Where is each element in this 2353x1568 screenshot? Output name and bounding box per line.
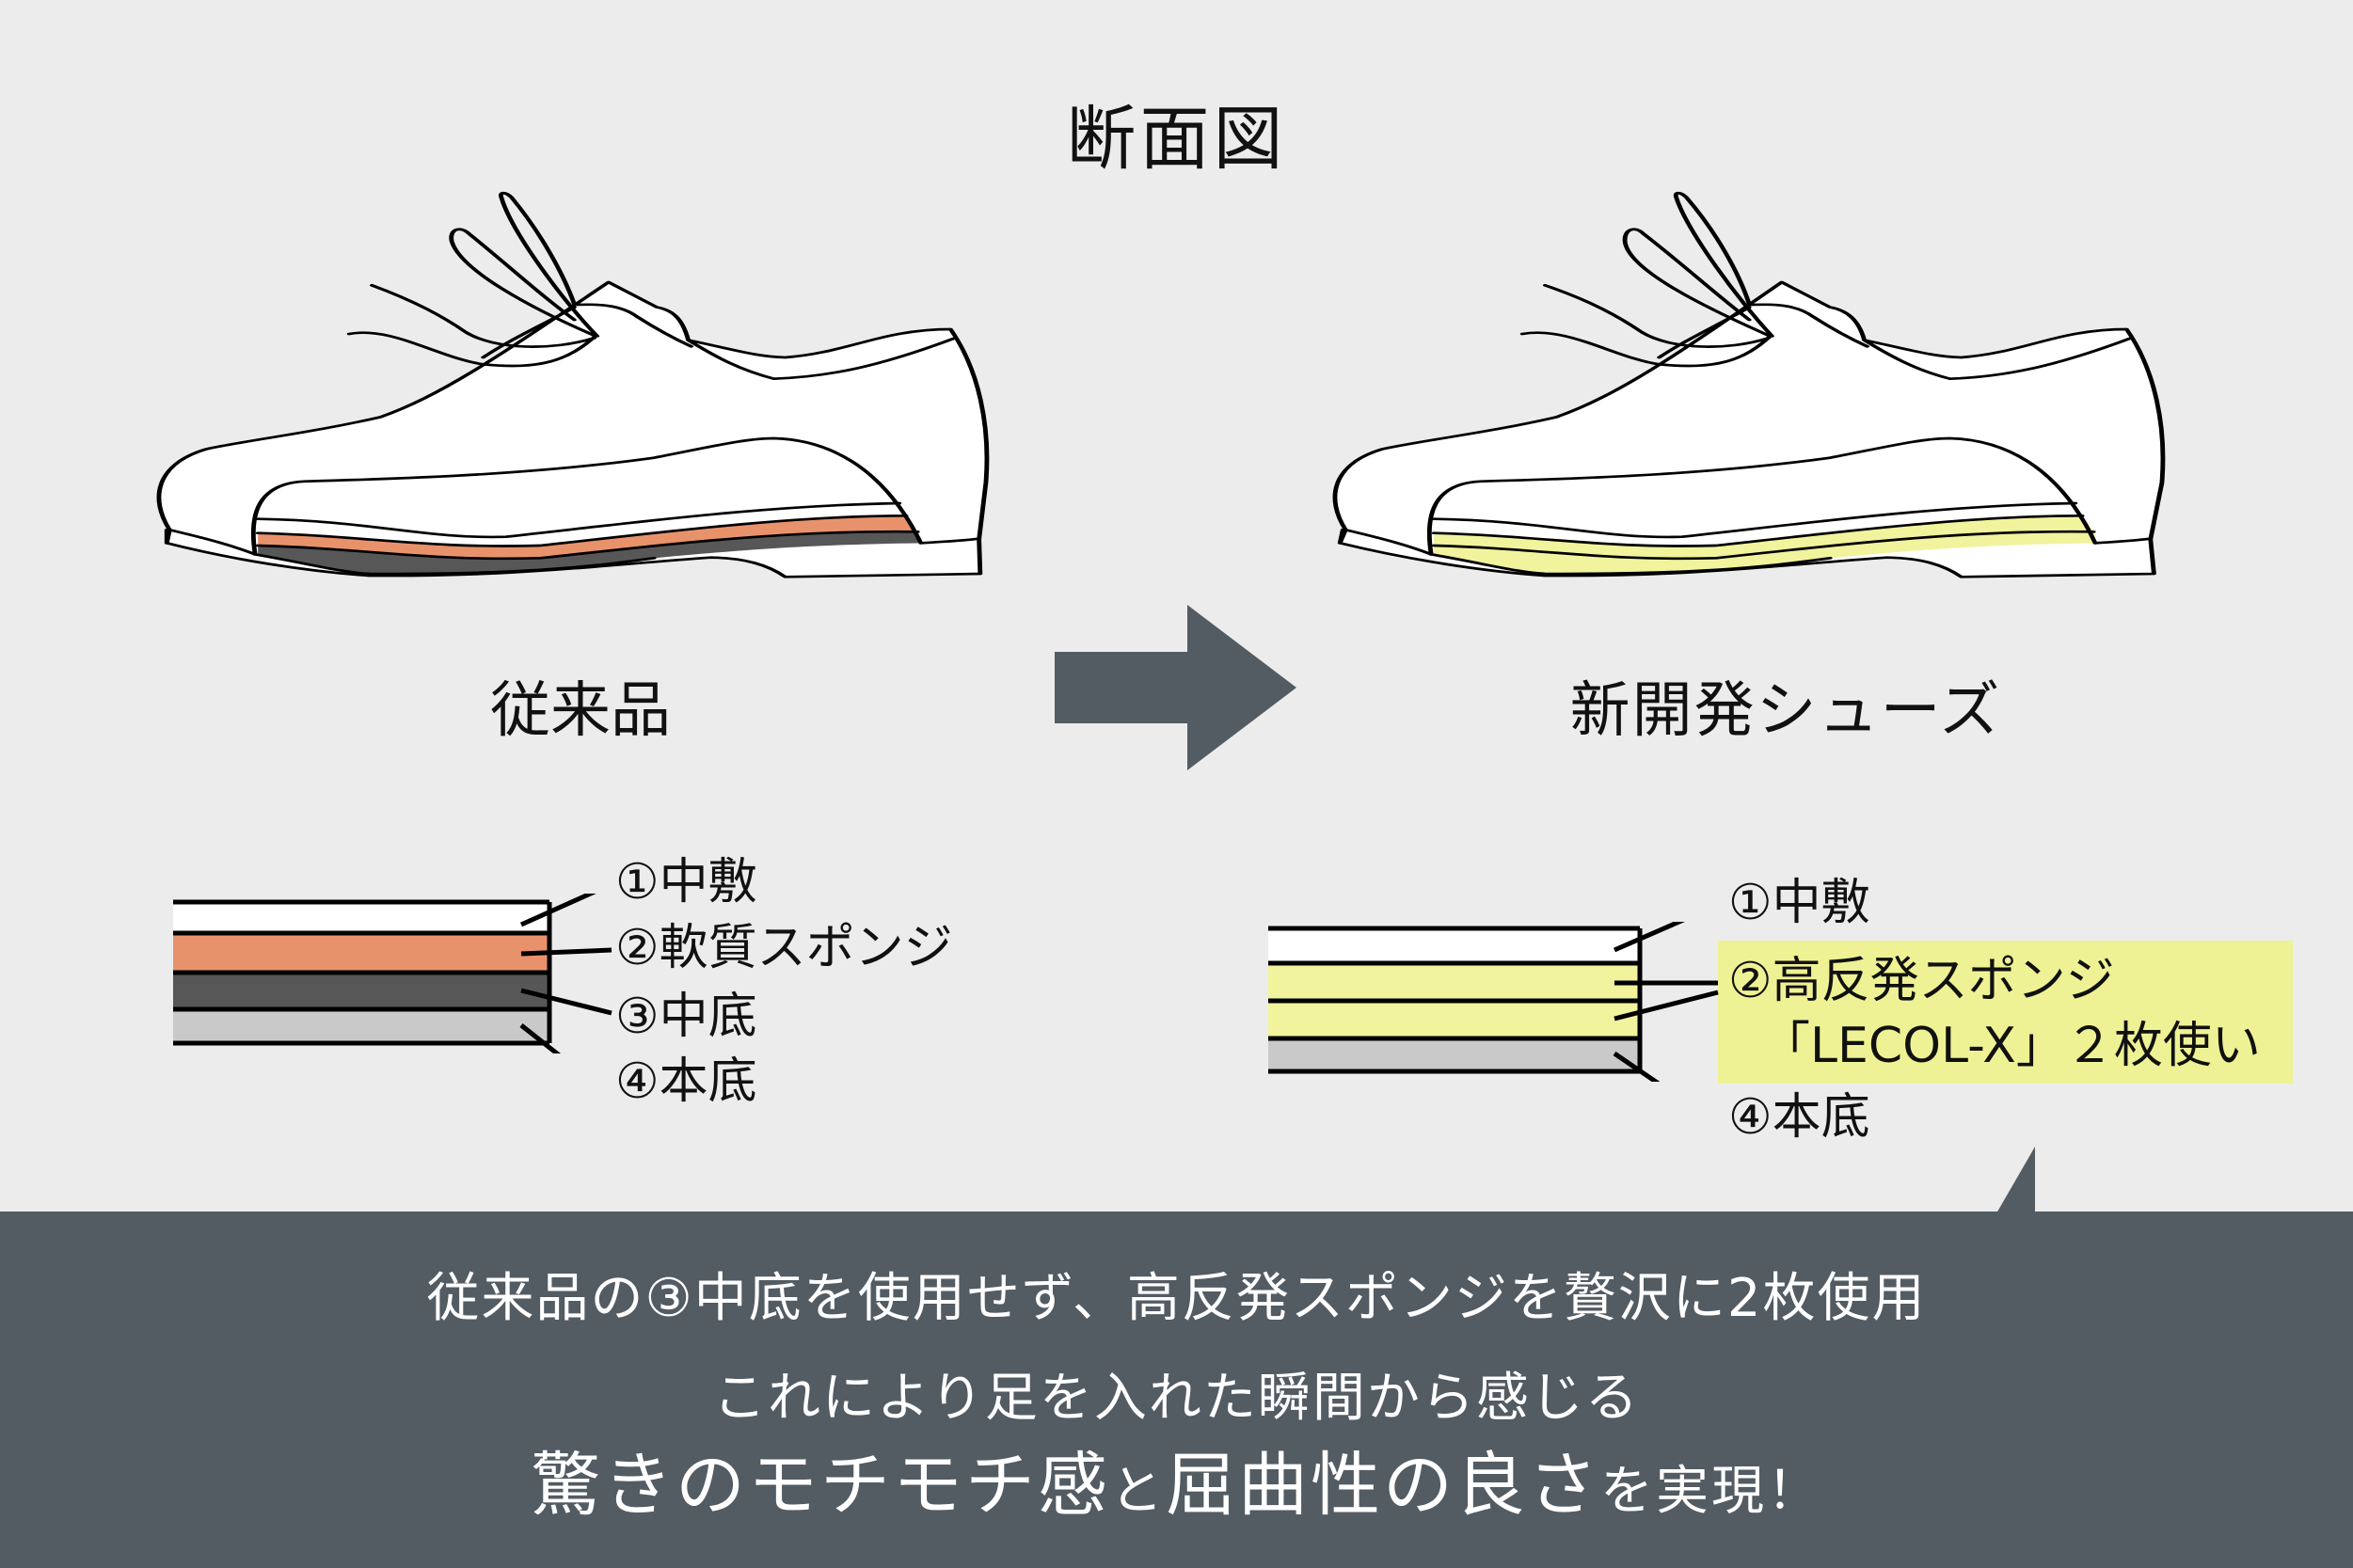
leader-line-2 (520, 947, 612, 957)
high-rebound-sponge-layer-2 (1268, 1001, 1640, 1038)
outsole-layer (1268, 1038, 1640, 1071)
diagram-title: 断面図 (1066, 99, 1287, 180)
new-shoe-illustration (1332, 191, 2166, 578)
insole-layer (173, 902, 549, 933)
insole-layer (1268, 928, 1640, 963)
high-rebound-sponge-upper (1434, 515, 2094, 559)
high-rebound-sponge-layer-1 (1268, 963, 1640, 1001)
label-outsole: ④本底 (615, 1053, 757, 1110)
label-outsole-new: ④本底 (1728, 1089, 1870, 1146)
banner-emphasis-1: 驚きのモチモチ感 (531, 1445, 1110, 1526)
banner-ending: を実現！ (1600, 1461, 1822, 1522)
label-lecol-x: 「LECOL-X」２枚使い (1761, 1018, 2261, 1074)
conventional-layer-diagram (173, 894, 612, 1053)
leader-line-4 (519, 1023, 562, 1053)
banner-line-3: 驚きのモチモチ感と屈曲性の良さを実現！ (0, 1442, 2353, 1547)
conventional-shoe-illustration (156, 191, 990, 578)
banner-line-1: 従来品の③中底を使用せず、高反発スポンジを贅沢に2枚使用 (426, 1268, 1927, 1329)
label-midsole: ③中底 (615, 989, 757, 1045)
callout-pointer (1996, 1147, 2035, 1213)
right-arrow-icon (1055, 605, 1296, 770)
leader-line-1 (519, 894, 596, 927)
new-shoe-caption: 新開発シューズ (1569, 676, 2002, 746)
highlight-box (1718, 941, 2293, 1084)
summary-banner (0, 1212, 2353, 1568)
leader-line-2b (1614, 990, 1719, 1022)
midsole-layer (258, 531, 921, 574)
label-insole: ①中敷 (615, 854, 757, 911)
new-layer-diagram (1268, 922, 1719, 1082)
soft-sponge-layer (173, 933, 549, 973)
leader-line-4 (1613, 1051, 1661, 1082)
conventional-caption: 従来品 (490, 676, 671, 746)
label-high-rebound-sponge: ②高反発スポンジ (1728, 953, 2115, 1009)
leader-line-1 (1614, 922, 1686, 953)
label-insole-new: ①中敷 (1728, 875, 1870, 931)
high-rebound-sponge-lower (1434, 531, 2097, 574)
banner-line-2: これにより足を入れた瞬間から感じる (713, 1368, 1640, 1429)
soft-sponge-layer (258, 515, 918, 559)
outsole-layer (173, 1009, 549, 1043)
label-soft-sponge: ②軟質スポンジ (615, 920, 953, 976)
leader-line-3 (520, 988, 612, 1016)
banner-connector: と (1110, 1461, 1166, 1522)
banner-emphasis-2: 屈曲性の良さ (1166, 1445, 1600, 1526)
midsole-layer (173, 973, 549, 1009)
